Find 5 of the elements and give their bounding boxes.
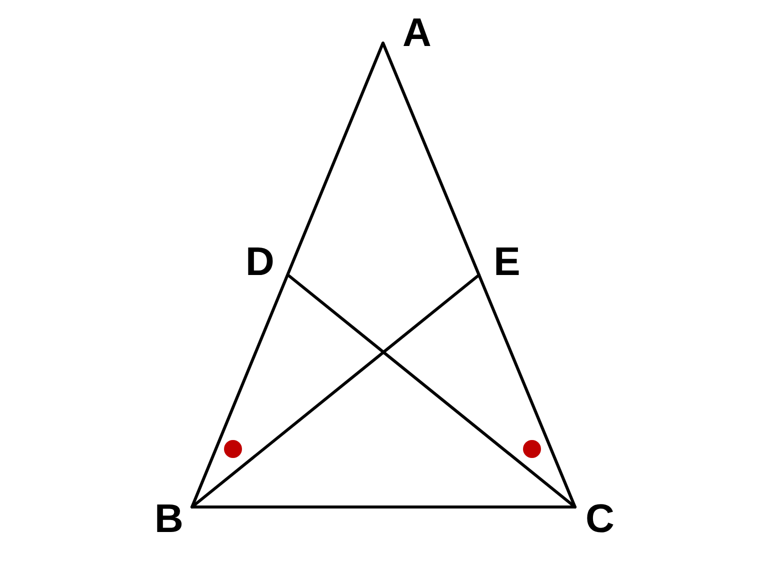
point-label: E <box>494 242 520 282</box>
point-label: D <box>246 242 274 282</box>
point-label: C <box>586 499 614 539</box>
point-label: B <box>154 499 184 539</box>
point-label: A <box>402 13 432 53</box>
